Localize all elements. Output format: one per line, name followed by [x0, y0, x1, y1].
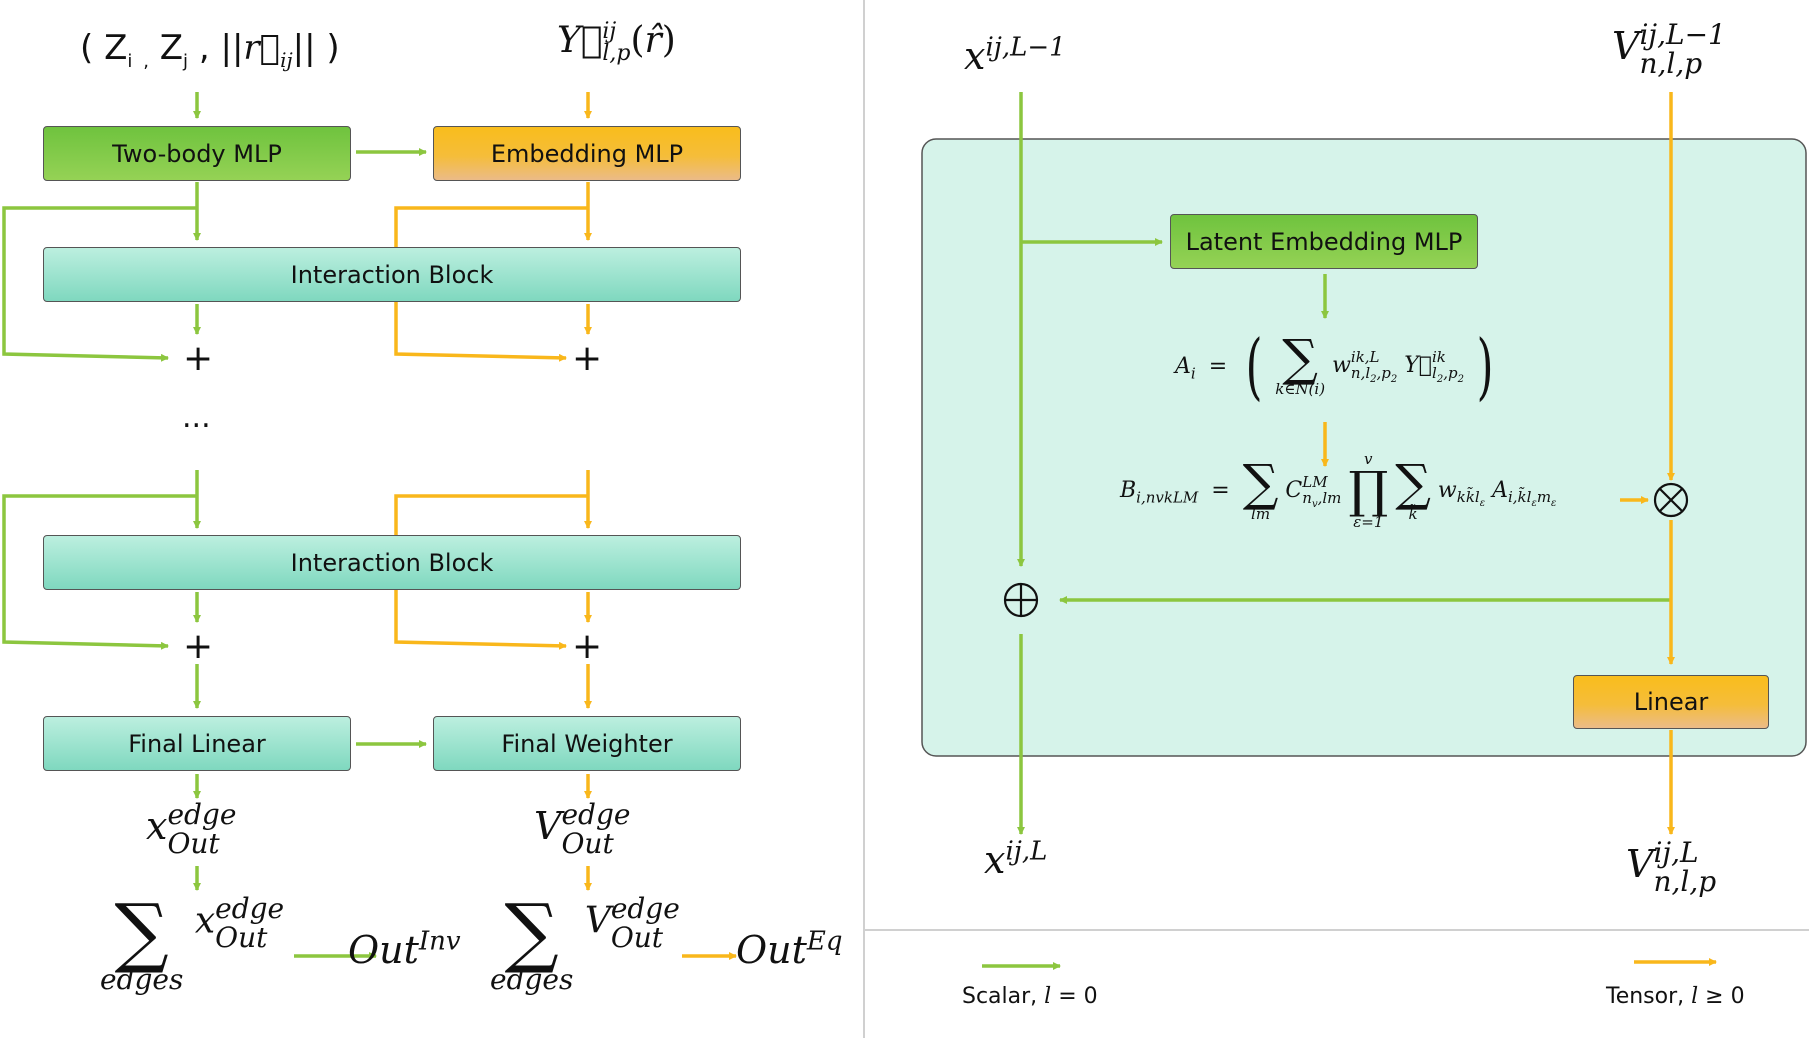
otimes-icon [1653, 482, 1689, 518]
legend-scalar: Scalar, l = 0 [962, 984, 1098, 1009]
x-in-label: xij,L−1 [964, 32, 1066, 78]
scalar-input-label: ( Zi , Zj , ||r⃗ij|| ) [80, 28, 340, 72]
two-body-mlp-box: Two-body MLP [43, 126, 351, 181]
oplus-icon [1003, 582, 1039, 618]
final-linear-box: Final Linear [43, 716, 351, 771]
latent-embedding-mlp-box: Latent Embedding MLP [1170, 214, 1478, 269]
embedding-mlp-box: Embedding MLP [433, 126, 741, 181]
plus-scalar-1: + [183, 338, 214, 379]
legend-tensor: Tensor, l ≥ 0 [1606, 984, 1745, 1009]
plus-tensor-1: + [572, 338, 603, 379]
plus-tensor-2: + [572, 626, 603, 667]
interaction-block-1: Interaction Block [43, 247, 741, 302]
final-weighter-box: Final Weighter [433, 716, 741, 771]
out-eq: OutEq [736, 926, 843, 972]
scalar-arrows [2, 92, 1671, 970]
x-out-label: xij,L [984, 836, 1048, 882]
interaction-block-2: Interaction Block [43, 535, 741, 590]
plus-scalar-2: + [183, 626, 214, 667]
out-inv: OutInv [348, 926, 461, 972]
ellipsis: ... [182, 400, 211, 435]
linear-box: Linear [1573, 675, 1769, 729]
